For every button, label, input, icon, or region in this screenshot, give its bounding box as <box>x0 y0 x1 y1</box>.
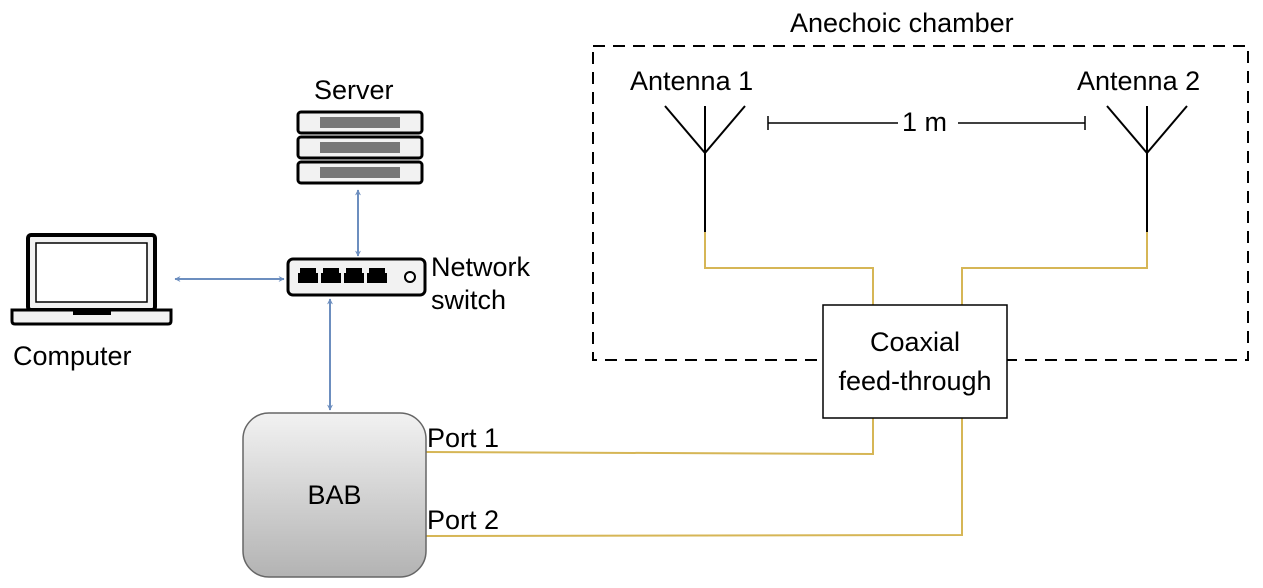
bab-box <box>242 412 427 578</box>
antenna-2-label: Antenna 2 <box>1077 66 1201 96</box>
computer-label: Computer <box>13 341 132 371</box>
server-icon <box>296 110 424 185</box>
bab-label: BAB <box>307 480 362 510</box>
cable-port-2 <box>425 418 963 537</box>
chamber-title: Anechoic chamber <box>790 8 1014 38</box>
distance-label: 1 m <box>902 107 948 137</box>
cable-port-1 <box>425 418 874 456</box>
cable-antenna-1 <box>704 232 874 305</box>
anechoic-chamber-boundary <box>592 45 1249 361</box>
coaxial-feedthrough-box <box>822 304 1008 419</box>
switch-label-line2: switch <box>431 285 507 315</box>
server-label: Server <box>314 75 394 105</box>
network-switch-icon <box>286 257 427 297</box>
distance-dimension-line <box>767 116 1086 130</box>
antenna-1-icon <box>664 105 746 232</box>
feedthrough-label-line1: Coaxial <box>869 327 961 357</box>
laptop-icon <box>10 233 173 326</box>
antenna-2-icon <box>1106 105 1188 232</box>
port-2-label: Port 2 <box>427 505 500 535</box>
port-1-label: Port 1 <box>427 423 500 453</box>
cable-antenna-2 <box>961 232 1148 305</box>
switch-label-line1: Network <box>431 252 531 282</box>
antenna-1-label: Antenna 1 <box>630 66 754 96</box>
feedthrough-label-line2: feed-through <box>838 366 992 396</box>
